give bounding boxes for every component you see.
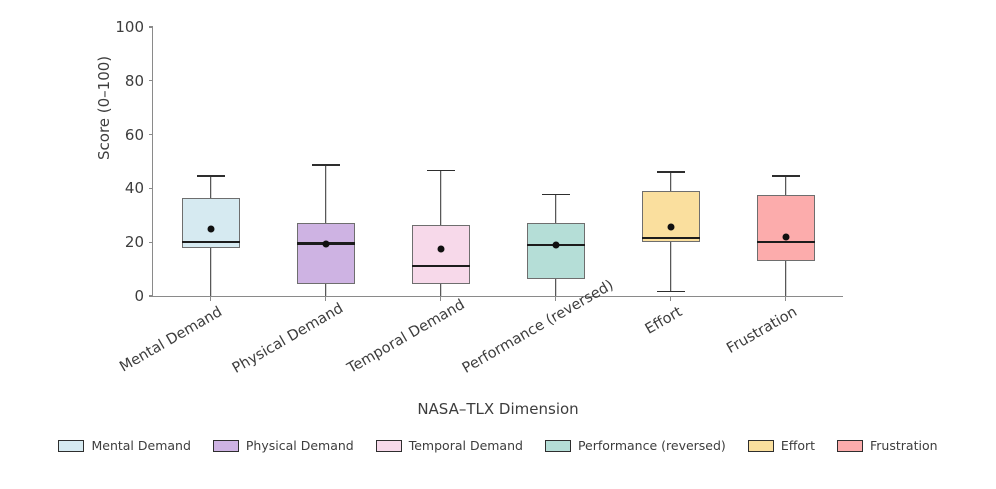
legend-label: Performance (reversed) [577,438,726,453]
y-tick-label: 80 [124,71,144,90]
box-plot-mental-demand [181,27,240,296]
box-plot-performance-reversed [526,27,585,296]
box-iqr-rect [756,195,815,262]
x-tick-mark [554,297,557,301]
legend-item: Temporal Demand [375,438,523,453]
box-iqr-rect [181,197,240,248]
y-tick-mark [149,241,153,243]
plot-area [153,27,843,296]
legend-label: Frustration [870,438,938,453]
legend-label: Temporal Demand [408,438,523,453]
whisker-upper [324,164,327,224]
y-tick-mark [149,187,153,190]
whisker-lower [784,261,787,296]
box-plot-physical-demand [296,27,355,296]
y-axis-title: Score (0–100) [95,55,113,160]
x-tick-mark [784,297,787,301]
whisker-cap-upper [426,169,455,172]
x-axis-line [152,296,843,298]
x-tick-label: Effort [642,304,685,338]
mean-marker [552,241,559,249]
x-tick-mark [209,297,212,301]
whisker-lower [669,242,672,291]
y-tick-label: 100 [115,18,144,36]
whisker-upper [439,169,442,225]
mean-marker [782,233,789,241]
box-plot-frustration [756,27,815,296]
box-plot-temporal-demand [411,27,470,296]
legend-item: Physical Demand [212,438,354,453]
x-tick-mark [324,297,327,301]
y-tick-label: 0 [134,287,144,305]
mean-marker [207,225,214,233]
whisker-cap-upper [541,193,570,196]
legend-swatch [212,439,239,452]
x-tick-mark [439,297,442,301]
legend-swatch [837,439,864,452]
median-line [756,241,815,244]
x-tick-label: Frustration [723,304,800,358]
whisker-upper [554,193,557,224]
legend-label: Effort [780,438,816,453]
x-tick-label: Mental Demand [116,304,225,376]
y-tick-label: 40 [124,179,144,198]
whisker-upper [784,174,787,196]
chart-legend: Mental Demand Physical Demand Temporal Dem… [0,438,996,453]
legend-swatch [544,439,571,452]
whisker-cap-upper [196,174,225,177]
mean-marker [437,245,444,253]
y-tick-mark [149,295,153,297]
legend-swatch [58,439,85,452]
y-tick-mark [149,134,153,136]
whisker-upper [669,170,672,192]
box-iqr-rect [526,223,585,279]
whisker-lower [324,283,327,296]
legend-swatch [747,439,774,452]
mean-marker [667,223,674,231]
legend-item: Performance (reversed) [544,438,726,453]
whisker-cap-upper [311,164,340,166]
x-tick-label: Physical Demand [229,300,346,377]
legend-item: Mental Demand [58,438,191,453]
x-tick-label: Temporal Demand [344,296,468,377]
legend-label: Mental Demand [91,438,191,453]
mean-marker [322,240,329,248]
legend-item: Effort [747,438,816,453]
box-iqr-rect [411,224,470,284]
legend-item: Frustration [837,438,938,453]
whisker-lower [554,278,557,296]
whisker-lower [209,247,212,296]
median-line [181,241,240,244]
y-tick-label: 60 [124,125,144,144]
box-iqr-rect [296,223,355,284]
median-line [411,265,470,268]
y-tick-label: 20 [124,233,144,252]
legend-swatch [375,439,402,452]
box-iqr-rect [641,191,700,243]
x-axis-title: NASA–TLX Dimension [417,400,579,418]
y-axis-line [152,26,154,297]
x-tick-label: Performance (reversed) [459,277,616,377]
y-tick-mark [149,80,153,82]
y-tick-mark [149,26,153,28]
whisker-lower [439,283,442,296]
whisker-upper [209,174,212,198]
median-line [641,237,700,240]
legend-label: Physical Demand [245,438,354,453]
whisker-cap-lower [656,290,685,293]
whisker-cap-upper [771,174,800,177]
x-tick-mark [669,297,672,301]
box-plot-effort [641,27,700,296]
whisker-cap-upper [656,170,685,173]
